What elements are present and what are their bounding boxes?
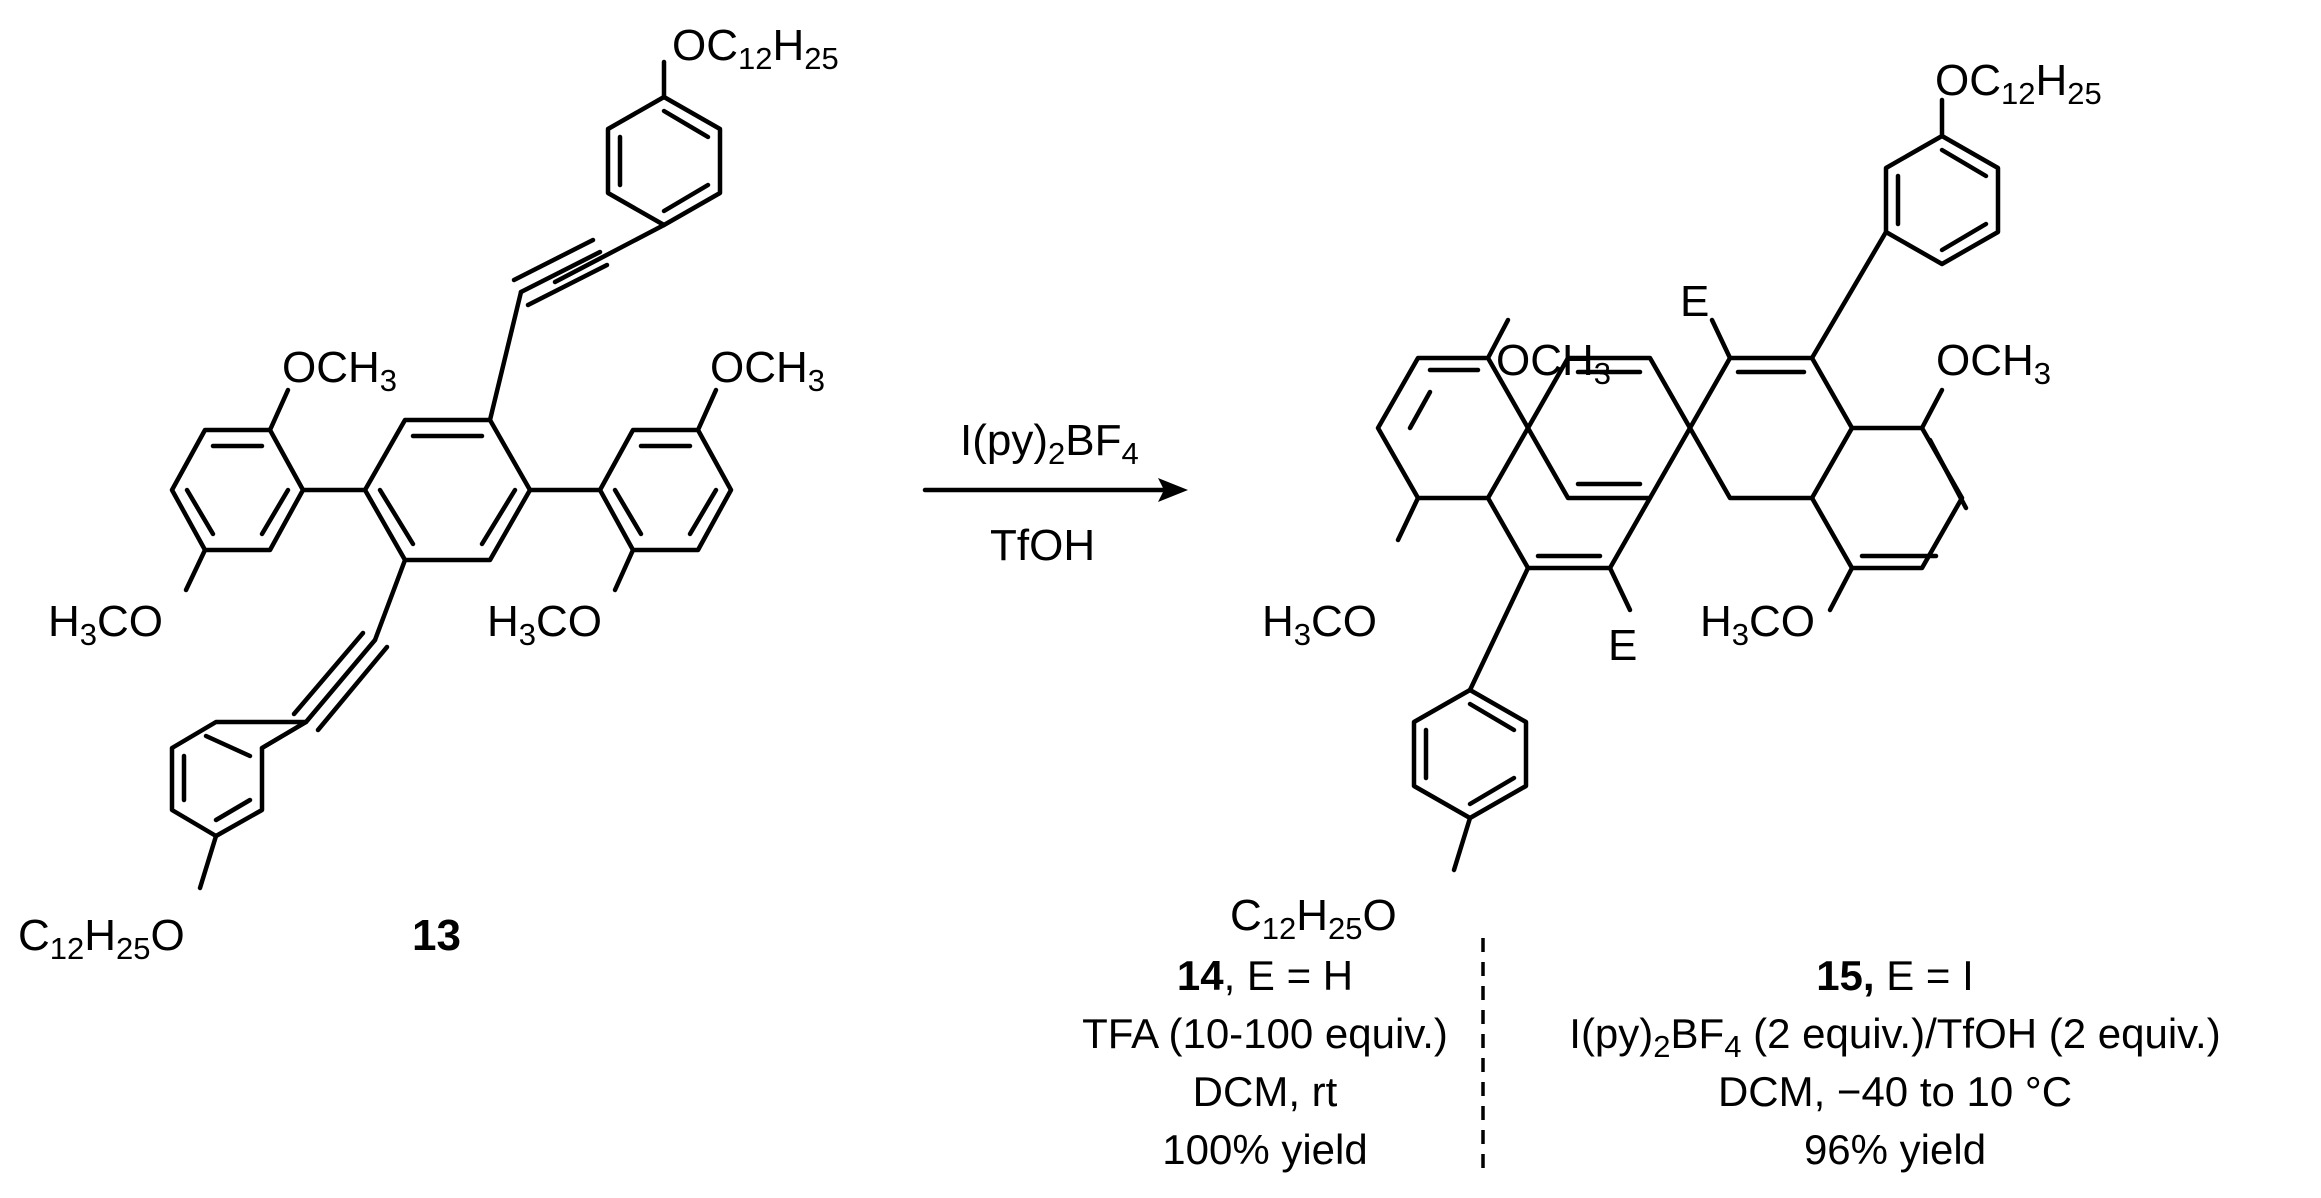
product-left-methoxy-bottom-label: H3CO [1262, 597, 1377, 652]
reagent-below-arrow: TfOH [990, 521, 1095, 570]
product-structure [1375, 97, 2001, 873]
product-left-methoxy-top-label: OCH3 [1496, 336, 1611, 391]
product-right-methoxy-top-label: OCH3 [1936, 336, 2051, 391]
conditions-left: 14, E = H TFA (10-100 equiv.) DCM, rt 10… [1082, 952, 1448, 1173]
reagent-above-arrow: I(py)2BF4 [960, 416, 1139, 471]
conditions-left-solvent: DCM, rt [1193, 1068, 1338, 1115]
conditions-right: 15, E = I I(py)2BF4 (2 equiv.)/TfOH (2 e… [1569, 952, 2220, 1173]
product-right-methoxy-bottom-label: H3CO [1700, 597, 1815, 652]
reactant-left-methoxy-top-label: OCH3 [282, 343, 397, 398]
product-bottom-dodecyloxy-label: C12H25O [1230, 891, 1397, 946]
reactant-left-methoxy-bottom-label: H3CO [48, 597, 163, 652]
conditions-right-solvent: DCM, −40 to 10 °C [1718, 1068, 2072, 1115]
product-e-top-label: E [1680, 277, 1709, 326]
product-e-bottom-label: E [1608, 621, 1637, 670]
reactant-right-methoxy-bottom-label: H3CO [487, 597, 602, 652]
conditions-left-title: 14, E = H [1177, 952, 1353, 999]
reactant-right-methoxy-top-label: OCH3 [710, 343, 825, 398]
conditions-right-reagent: I(py)2BF4 (2 equiv.)/TfOH (2 equiv.) [1569, 1010, 2220, 1064]
reactant-bottom-dodecyloxy-label: C12H25O [18, 911, 185, 966]
conditions-left-reagent: TFA (10-100 equiv.) [1082, 1010, 1448, 1057]
conditions-left-yield: 100% yield [1162, 1126, 1367, 1173]
reactant-compound-number: 13 [412, 911, 461, 960]
conditions-right-yield: 96% yield [1804, 1126, 1986, 1173]
reactant-top-dodecyloxy-label: OC12H25 [672, 21, 839, 76]
reactant-13-structure [169, 59, 734, 891]
conditions-right-title: 15, E = I [1816, 952, 1974, 999]
reaction-arrow [922, 478, 1188, 502]
product-top-dodecyloxy-label: OC12H25 [1935, 56, 2102, 111]
